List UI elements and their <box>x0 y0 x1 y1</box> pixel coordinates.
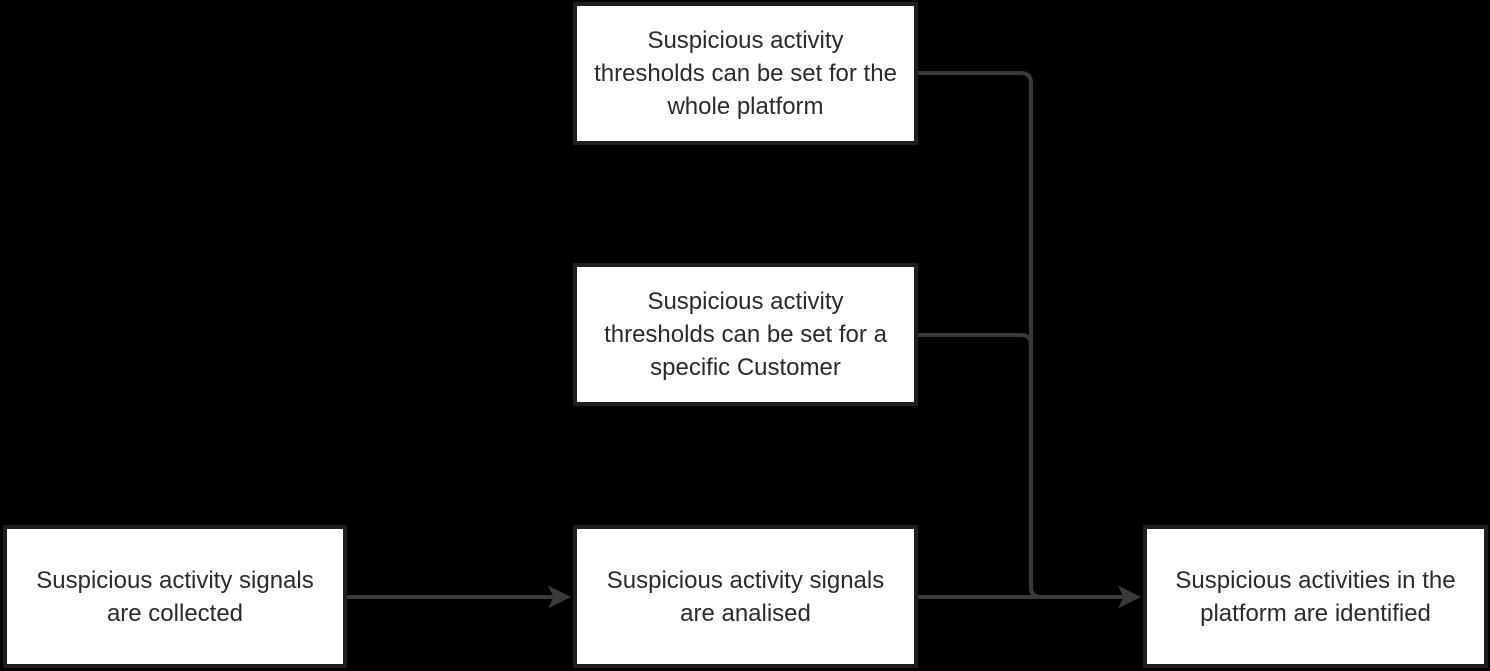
arrowhead-icon <box>548 585 571 609</box>
node-platform-thresholds[interactable]: Suspicious activity thresholds can be se… <box>573 2 918 145</box>
edge-platform-thresholds-merge <box>918 71 1042 599</box>
node-signals-analysed[interactable]: Suspicious activity signals are analised <box>573 525 918 668</box>
edge-customer-thresholds-merge <box>918 333 1033 346</box>
node-signals-collected[interactable]: Suspicious activity signals are collecte… <box>3 525 347 668</box>
node-customer-thresholds-label: Suspicious activity thresholds can be se… <box>604 288 887 381</box>
node-activities-identified[interactable]: Suspicious activities in the platform ar… <box>1143 525 1488 668</box>
arrowhead-icon <box>1118 585 1141 609</box>
node-signals-collected-label: Suspicious activity signals are collecte… <box>36 566 314 627</box>
node-platform-thresholds-label: Suspicious activity thresholds can be se… <box>594 27 897 120</box>
node-customer-thresholds[interactable]: Suspicious activity thresholds can be se… <box>573 263 918 406</box>
node-signals-analysed-label: Suspicious activity signals are analised <box>606 566 885 627</box>
node-activities-identified-label: Suspicious activities in the platform ar… <box>1175 566 1456 627</box>
